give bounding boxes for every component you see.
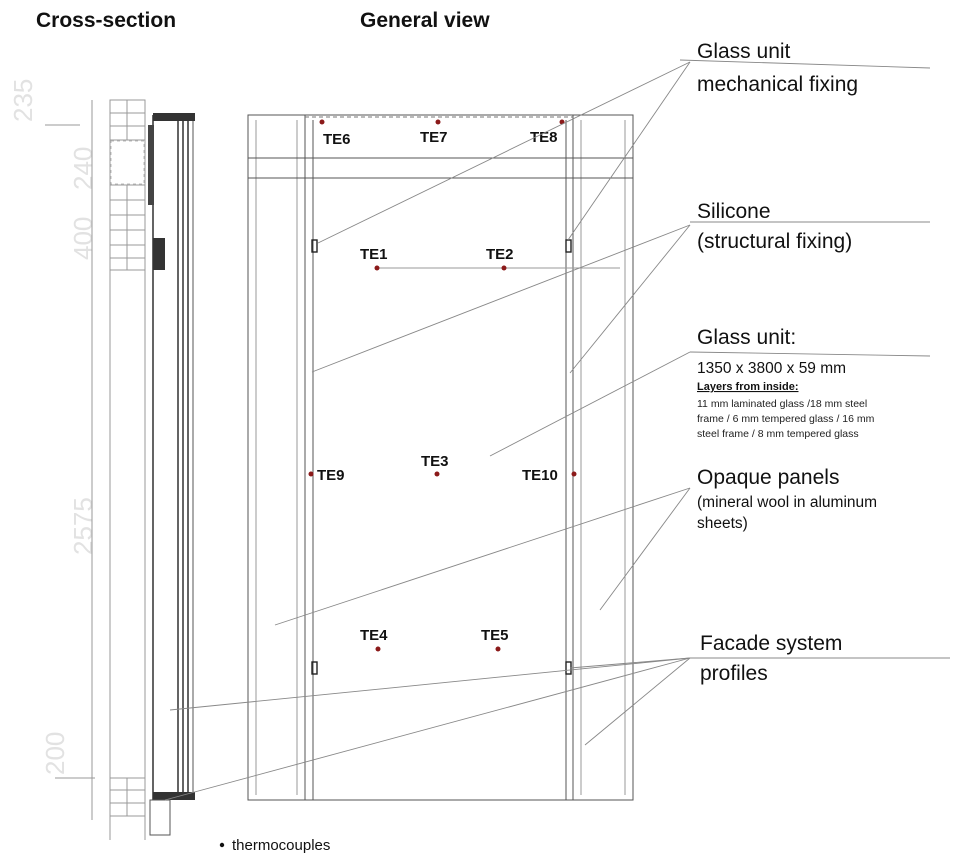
thermocouple-dot-te3: [434, 471, 440, 477]
thermocouple-label-te5: TE5: [481, 627, 509, 644]
callout-silicone-line1: Silicone: [697, 200, 771, 223]
dim-235: 235: [8, 79, 38, 122]
callout-opaque-desc: sheets): [697, 515, 748, 532]
callout-silicone-line2: (structural fixing): [697, 230, 852, 253]
callout-profiles-line2: profiles: [700, 662, 768, 685]
cross-section-drawing: 235 240 400 2575 200: [8, 79, 195, 840]
thermocouple-label-te10: TE10: [522, 467, 558, 484]
callout-facade-profiles: Facade system profiles: [700, 632, 842, 685]
callout-glass-fixing: Glass unit mechanical fixing: [697, 40, 858, 96]
thermocouple-dot-te2: [501, 265, 507, 271]
legend-thermocouple-dot: [219, 842, 225, 848]
thermocouple-label-te1: TE1: [360, 246, 388, 263]
thermocouple-label-te7: TE7: [420, 129, 448, 146]
thermocouple-dot-te10: [571, 471, 577, 477]
thermocouples: TE1 TE2 TE3 TE4 TE5 TE6 TE7 TE8 TE9 TE10: [308, 119, 577, 652]
thermocouple-dot-te7: [435, 119, 441, 125]
callout-silicone: Silicone (structural fixing): [697, 200, 852, 253]
callout-glass-unit-layers-heading: Layers from inside:: [697, 381, 798, 393]
callout-opaque-desc: (mineral wool in aluminum: [697, 494, 877, 511]
callout-glass-unit-layer-line: 11 mm laminated glass /18 mm steel: [697, 398, 867, 410]
dim-240: 240: [68, 147, 98, 190]
general-view-title: General view: [360, 9, 490, 32]
callout-glass-unit: Glass unit: 1350 x 3800 x 59 mm Layers f…: [697, 326, 875, 440]
thermocouple-label-te6: TE6: [323, 131, 351, 148]
general-view-drawing: [247, 114, 634, 801]
callout-glass-unit-size: 1350 x 3800 x 59 mm: [697, 360, 846, 377]
legend-label: thermocouples: [232, 837, 330, 854]
thermocouple-label-te4: TE4: [360, 627, 388, 644]
callout-glass-fixing-line2: mechanical fixing: [697, 73, 858, 96]
callout-glass-unit-title: Glass unit:: [697, 326, 796, 349]
thermocouple-label-te8: TE8: [530, 129, 558, 146]
legend: thermocouples: [219, 837, 330, 854]
thermocouple-dot-te4: [375, 646, 381, 652]
callout-glass-unit-layer-line: steel frame / 8 mm tempered glass: [697, 428, 859, 440]
dim-2575: 2575: [68, 497, 98, 555]
thermocouple-dot-te9: [308, 471, 314, 477]
thermocouple-dot-te1: [374, 265, 380, 271]
dim-400: 400: [68, 217, 98, 260]
dim-200: 200: [40, 732, 70, 775]
leader-lines: [164, 59, 950, 801]
cross-section-title: Cross-section: [36, 9, 176, 32]
callout-opaque-panels: Opaque panels (mineral wool in aluminum …: [697, 466, 877, 532]
thermocouple-label-te3: TE3: [421, 453, 449, 470]
callout-opaque-title: Opaque panels: [697, 466, 839, 489]
thermocouple-label-te2: TE2: [486, 246, 514, 263]
callout-profiles-line1: Facade system: [700, 632, 842, 655]
callout-glass-unit-layer-line: frame / 6 mm tempered glass / 16 mm: [697, 413, 875, 425]
callout-glass-fixing-line1: Glass unit: [697, 40, 791, 63]
thermocouple-label-te9: TE9: [317, 467, 345, 484]
thermocouple-dot-te5: [495, 646, 501, 652]
thermocouple-dot-te6: [319, 119, 325, 125]
